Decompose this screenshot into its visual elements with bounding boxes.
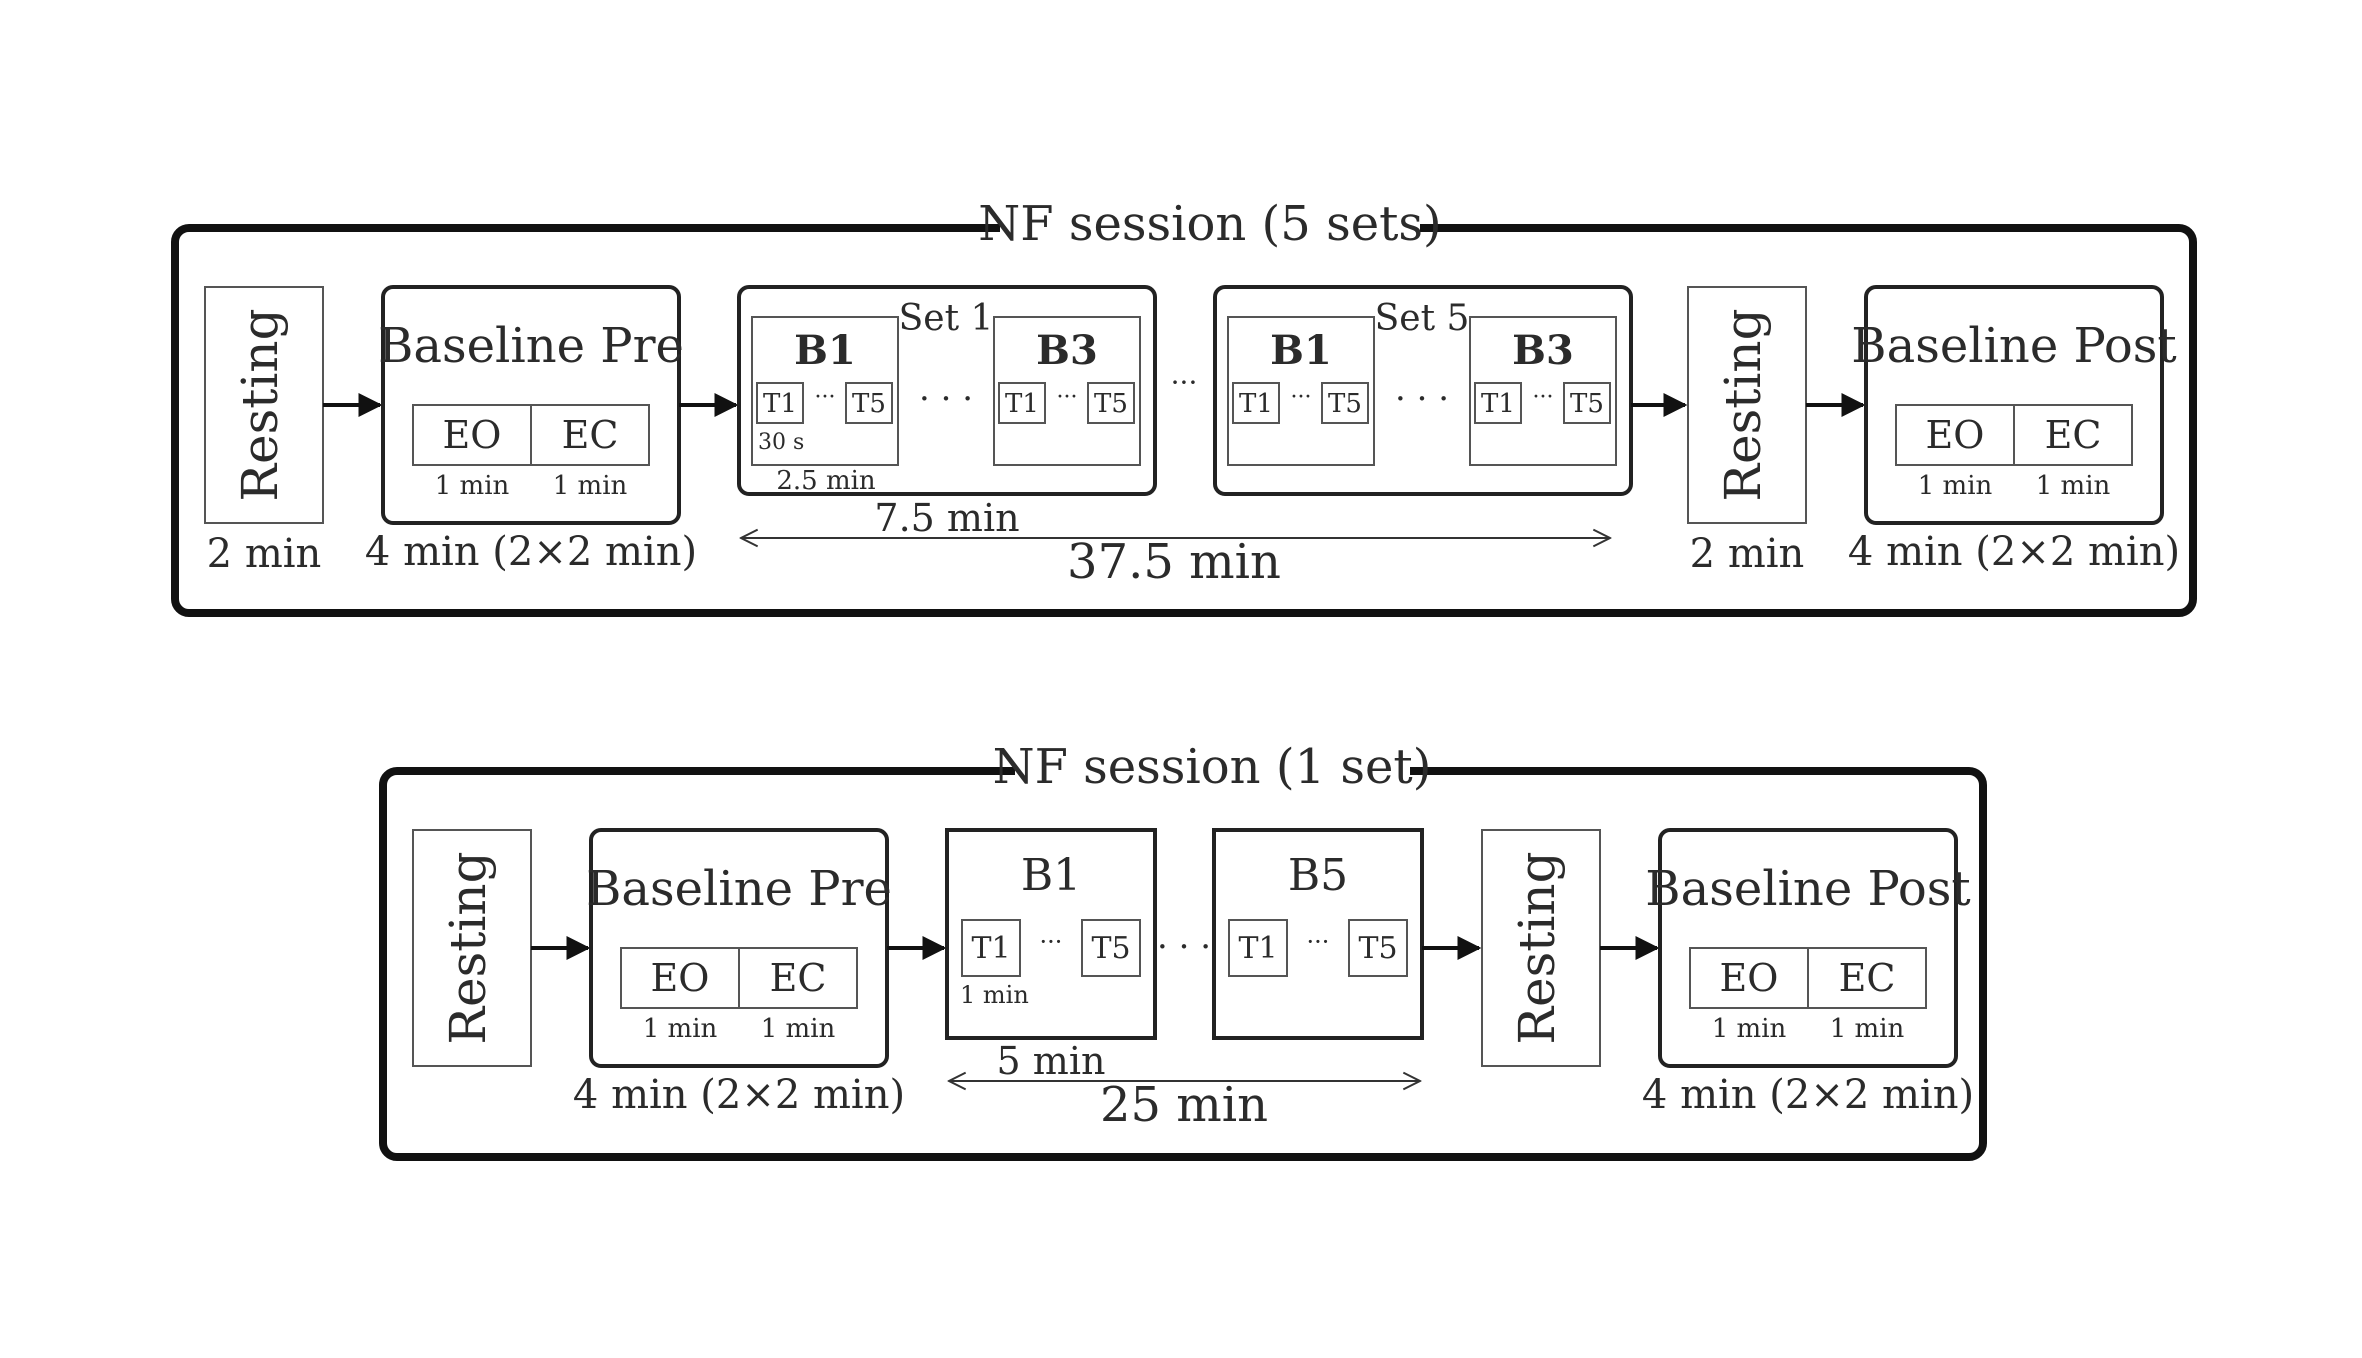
top-set5-b3-label: B3 <box>1512 327 1574 374</box>
top-set1-trial-duration: 30 s <box>758 430 804 455</box>
top-baseline-pre-ec-duration: 1 min <box>553 471 628 501</box>
small-ellipsis: ··· <box>1040 928 1063 956</box>
small-ellipsis: ··· <box>1057 385 1078 410</box>
bottom-baseline-pre-label: Baseline Pre <box>586 861 892 917</box>
top-set5-b1-label: B1 <box>1270 327 1332 374</box>
top-set1-b1-t5: T5 <box>852 389 886 419</box>
bottom-block-b5-t5: T5 <box>1358 931 1397 966</box>
bottom-baseline-post-eo: EO <box>1720 956 1779 1000</box>
bottom-block-b1-t5-box <box>1081 919 1141 977</box>
top-resting-pre-duration: 2 min <box>207 531 322 577</box>
small-ellipsis: ··· <box>1291 385 1312 410</box>
top-baseline-pre-eo-duration: 1 min <box>435 471 510 501</box>
bottom-block-b1-t1: T1 <box>971 931 1010 966</box>
top-set1-b1-t1-box <box>756 382 804 424</box>
bottom-block-b5-t1: T1 <box>1238 931 1277 966</box>
top-set1-b3-t5-box <box>1087 382 1135 424</box>
ellipsis: · · · <box>919 379 973 419</box>
bottom-baseline-pre-duration: 4 min (2×2 min) <box>573 1072 905 1118</box>
bottom-block-trial-duration: 1 min <box>960 981 1029 1009</box>
ellipsis: · · · <box>1157 927 1211 967</box>
top-resting-post-duration: 2 min <box>1690 531 1805 577</box>
bottom-baseline-pre-ec-box <box>738 947 858 1009</box>
top-baseline-pre-ec-box <box>530 404 650 466</box>
top-total-duration: 37.5 min <box>1067 534 1281 590</box>
ellipsis: · · · <box>1395 379 1449 419</box>
bottom-session: NF session (1 set) Resting Baseline Pre … <box>379 739 1987 1161</box>
top-baseline-post-label: Baseline Post <box>1851 318 2176 374</box>
top-set5-b3-t5: T5 <box>1570 389 1604 419</box>
bottom-resting-post-label: Resting <box>1508 851 1566 1044</box>
bottom-baseline-post-ec: EC <box>1839 956 1896 1000</box>
top-set5-label: Set 5 <box>1375 298 1470 339</box>
bottom-session-title: NF session (1 set) <box>993 739 1432 795</box>
top-set5-b3-t1-box <box>1474 382 1522 424</box>
top-baseline-post-eo-box <box>1895 404 2015 466</box>
top-baseline-post-duration: 4 min (2×2 min) <box>1848 529 2180 575</box>
top-baseline-post-ec-box <box>2013 404 2133 466</box>
bottom-resting-pre-box <box>412 829 532 1067</box>
bottom-baseline-post-eo-duration: 1 min <box>1712 1014 1787 1044</box>
bottom-baseline-pre-eo-box <box>620 947 740 1009</box>
top-baseline-post-eo-duration: 1 min <box>1918 471 1993 501</box>
top-set-duration: 7.5 min <box>874 496 1019 540</box>
bottom-resting-pre-label: Resting <box>439 851 497 1044</box>
bottom-block-b5-t1-box <box>1228 919 1288 977</box>
top-set5-b1-t1: T1 <box>1239 389 1273 419</box>
bottom-baseline-post-label: Baseline Post <box>1645 861 1970 917</box>
small-ellipsis: ··· <box>1171 366 1198 399</box>
bottom-baseline-post-ec-box <box>1807 947 1927 1009</box>
bottom-block-b5-t5-box <box>1348 919 1408 977</box>
top-set1-b3-t1-box <box>998 382 1046 424</box>
bottom-resting-post-box <box>1481 829 1601 1067</box>
top-set1-b1-label: B1 <box>794 327 856 374</box>
top-resting-pre-box <box>204 286 324 524</box>
bottom-baseline-post-ec-duration: 1 min <box>1830 1014 1905 1044</box>
top-set5-b1-t5: T5 <box>1328 389 1362 419</box>
top-set1-b1-t5-box <box>845 382 893 424</box>
small-ellipsis: ··· <box>1307 928 1330 956</box>
top-set5-b1-t5-box <box>1321 382 1369 424</box>
small-ellipsis: ··· <box>1533 385 1554 410</box>
bottom-baseline-pre-eo-duration: 1 min <box>643 1014 718 1044</box>
top-set5-b3-t5-box <box>1563 382 1611 424</box>
bottom-baseline-post-eo-box <box>1689 947 1809 1009</box>
top-baseline-pre-eo-box <box>412 404 532 466</box>
top-set5-b3-t1: T1 <box>1481 389 1515 419</box>
top-set1-b1-t1: T1 <box>763 389 797 419</box>
top-set1-b3-label: B3 <box>1036 327 1098 374</box>
top-set1-b3-t1: T1 <box>1005 389 1039 419</box>
bottom-baseline-pre-eo: EO <box>651 956 710 1000</box>
top-baseline-post-ec-duration: 1 min <box>2036 471 2111 501</box>
bottom-block-b1-t5: T5 <box>1091 931 1130 966</box>
bottom-block-duration: 5 min <box>997 1039 1106 1083</box>
top-baseline-post-eo: EO <box>1926 413 1985 457</box>
bottom-baseline-post-duration: 4 min (2×2 min) <box>1642 1072 1974 1118</box>
bottom-baseline-pre-ec-duration: 1 min <box>761 1014 836 1044</box>
top-session-title: NF session (5 sets) <box>978 196 1442 252</box>
top-session: NF session (5 sets) Resting 2 min Baseli… <box>171 196 2197 617</box>
bottom-total-duration: 25 min <box>1100 1077 1268 1133</box>
bottom-block-b1-t1-box <box>961 919 1021 977</box>
bottom-block-b1-label: B1 <box>1021 850 1081 901</box>
top-baseline-pre-label: Baseline Pre <box>378 318 684 374</box>
top-baseline-post-ec: EC <box>2045 413 2102 457</box>
top-set1-b3-t5: T5 <box>1094 389 1128 419</box>
top-baseline-pre-ec: EC <box>562 413 619 457</box>
top-resting-pre-label: Resting <box>231 308 289 501</box>
bottom-baseline-pre-ec: EC <box>770 956 827 1000</box>
top-set5-b1-t1-box <box>1232 382 1280 424</box>
top-baseline-pre-eo: EO <box>443 413 502 457</box>
small-ellipsis: ··· <box>815 385 836 410</box>
top-resting-post-label: Resting <box>1714 308 1772 501</box>
top-set1-label: Set 1 <box>899 298 994 339</box>
top-baseline-pre-duration: 4 min (2×2 min) <box>365 529 697 575</box>
top-set1-block-duration: 2.5 min <box>776 466 876 496</box>
bottom-block-b5-label: B5 <box>1288 850 1348 901</box>
